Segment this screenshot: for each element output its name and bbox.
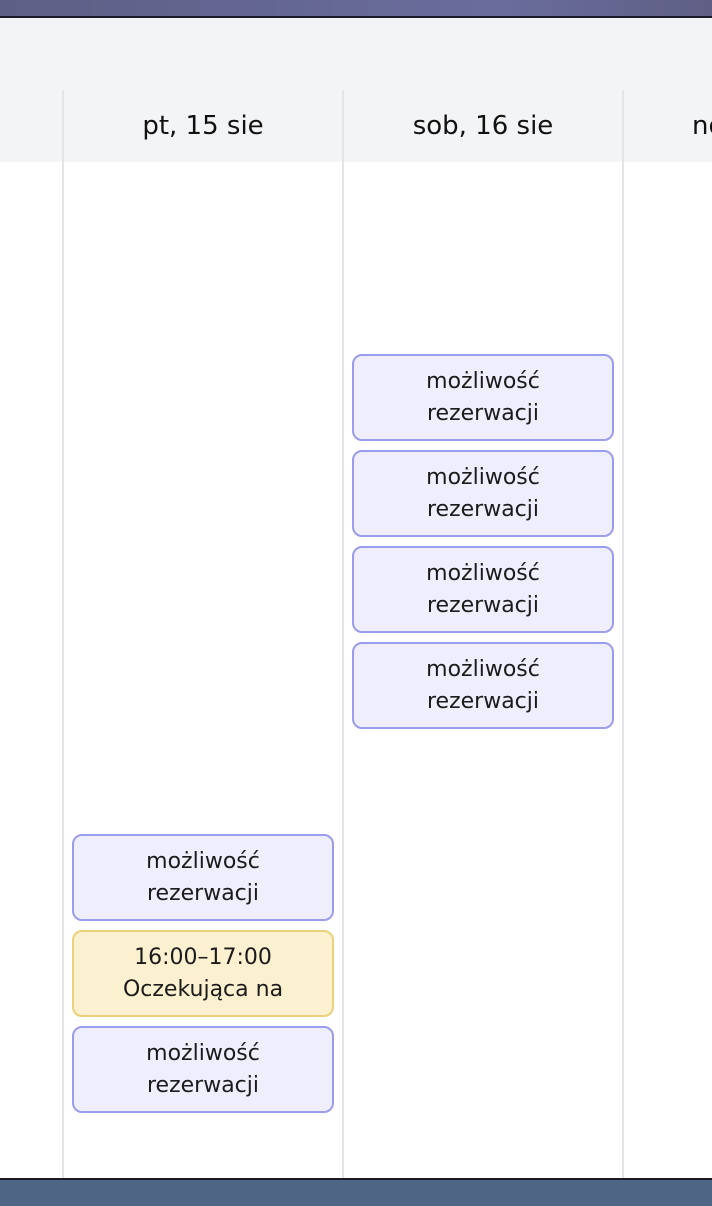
slot-available-friday-2[interactable]: możliwość rezerwacji bbox=[72, 1026, 334, 1113]
slot-label: możliwość bbox=[146, 848, 260, 874]
slot-time: 16:00–17:00 bbox=[134, 944, 272, 970]
slot-label: rezerwacji bbox=[426, 688, 540, 714]
window-bottom-bar bbox=[0, 1178, 712, 1206]
day-header-friday[interactable]: pt, 15 sie bbox=[142, 111, 264, 141]
day-header-sunday[interactable]: nd bbox=[692, 111, 712, 141]
slot-label: rezerwacji bbox=[426, 400, 540, 426]
window-top-bar bbox=[0, 0, 712, 18]
column-divider bbox=[62, 90, 64, 1180]
slot-available-saturday-1[interactable]: możliwość rezerwacji bbox=[352, 354, 614, 441]
slot-label: rezerwacji bbox=[426, 592, 540, 618]
slot-available-saturday-2[interactable]: możliwość rezerwacji bbox=[352, 450, 614, 537]
day-header-saturday[interactable]: sob, 16 sie bbox=[412, 111, 554, 141]
slot-label: możliwość bbox=[426, 560, 540, 586]
slot-available-friday-1[interactable]: możliwość rezerwacji bbox=[72, 834, 334, 921]
slot-label: rezerwacji bbox=[146, 1072, 260, 1098]
slot-label: rezerwacji bbox=[426, 496, 540, 522]
slot-label: możliwość bbox=[146, 1040, 260, 1066]
slot-label: możliwość bbox=[426, 656, 540, 682]
slot-label: możliwość bbox=[426, 464, 540, 490]
slot-available-saturday-3[interactable]: możliwość rezerwacji bbox=[352, 546, 614, 633]
slot-label: rezerwacji bbox=[146, 880, 260, 906]
column-divider bbox=[342, 90, 344, 1180]
slot-available-saturday-4[interactable]: możliwość rezerwacji bbox=[352, 642, 614, 729]
column-divider bbox=[622, 90, 624, 1180]
slot-label: możliwość bbox=[426, 368, 540, 394]
slot-pending-friday[interactable]: 16:00–17:00 Oczekująca na bbox=[72, 930, 334, 1017]
slot-status: Oczekująca na bbox=[122, 976, 284, 1002]
calendar-header-band bbox=[0, 18, 712, 162]
